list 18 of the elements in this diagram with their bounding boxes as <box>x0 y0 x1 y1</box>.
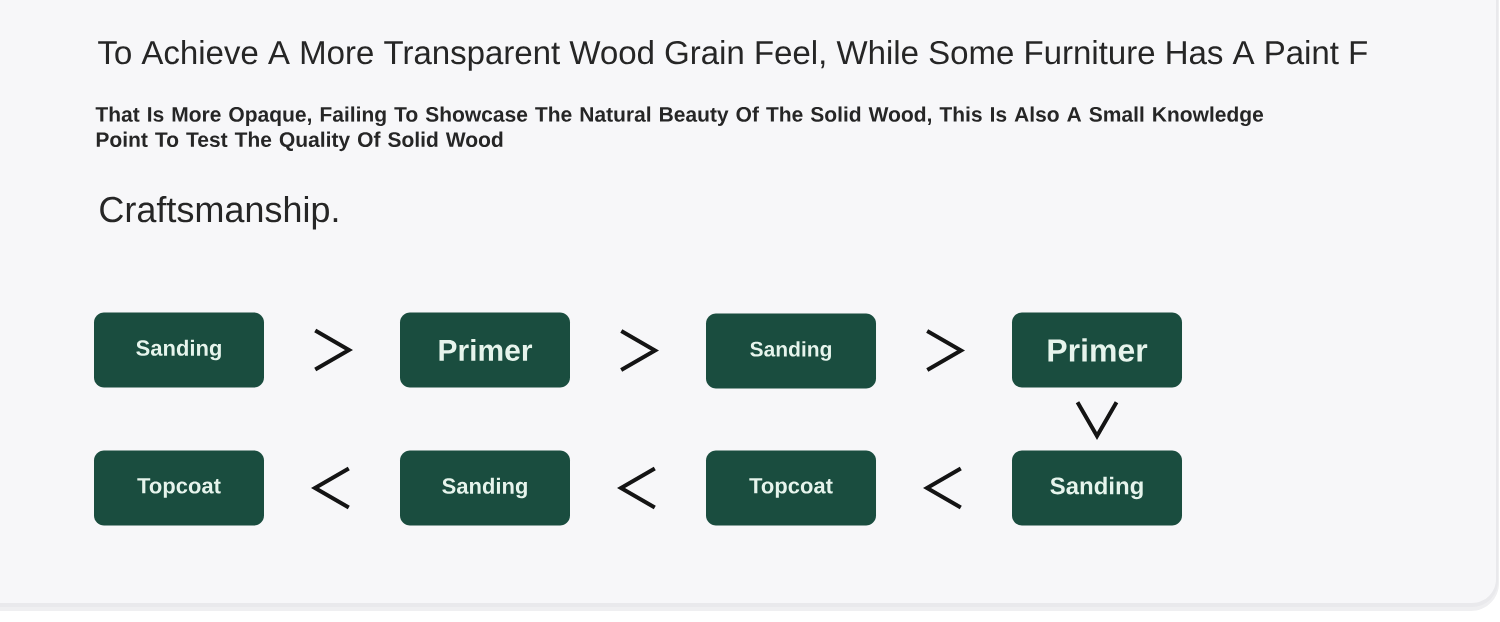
process-box: Primer <box>1012 312 1182 388</box>
chevron-arrow <box>617 466 656 510</box>
process-box: Primer <box>400 312 570 388</box>
chevron-arrow <box>923 466 962 510</box>
process-box: Sanding <box>1012 450 1182 526</box>
process-box: Sanding <box>706 313 876 389</box>
chevron-arrow <box>926 329 965 372</box>
large-text: Craftsmanship. <box>100 195 338 230</box>
process-box: Topcoat <box>94 450 264 526</box>
large-text: To Achieve A More Transparent Wood Grain Feel, While Some Furniture Has A Paint F <box>98 40 1367 71</box>
chevron-arrow <box>311 466 350 510</box>
process-box: Sanding <box>94 312 264 388</box>
chevron-arrow <box>314 328 353 372</box>
chevron-arrow <box>620 329 659 372</box>
process-box: Topcoat <box>706 450 876 526</box>
process-box: Sanding <box>400 450 570 526</box>
bold-paragraph: That Is More Opaque, Failing To Showcase The Natural Beauty Of The Solid Wood, This Is Also A Small Knowledge Point To Test The Quality Of Solid Wood <box>95 106 1264 152</box>
chevron-arrow <box>1075 401 1119 440</box>
